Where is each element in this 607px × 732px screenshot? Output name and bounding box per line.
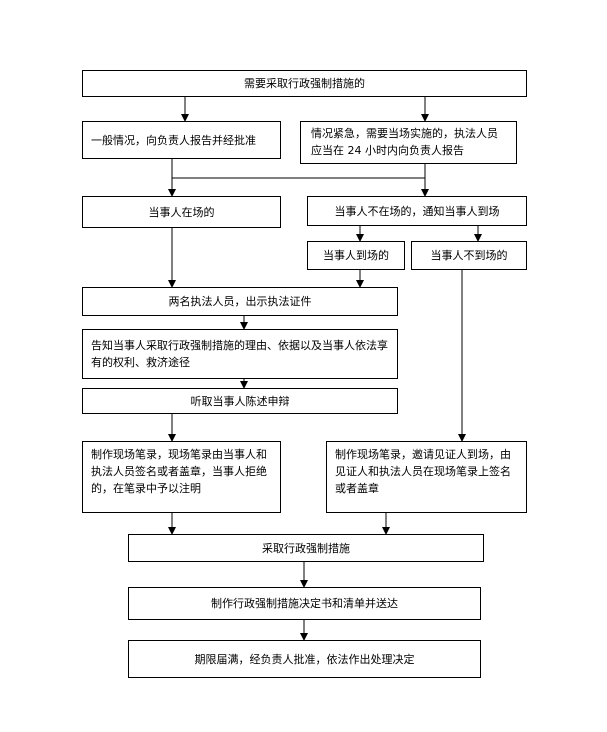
step-inform: 告知当事人采取行政强制措施的理由、依据以及当事人依法享有的权利、救济途径 [82, 329, 398, 379]
step-start: 需要采取行政强制措施的 [82, 70, 527, 97]
step-decision: 制作行政强制措施决定书和清单并送达 [128, 587, 481, 620]
step-expire: 期限届满，经负责人批准，依法作出处理决定 [128, 640, 481, 678]
step-record-left: 制作现场笔录，现场笔录由当事人和执法人员签名或者盖章，当事人拒绝的，在笔录中予以… [82, 441, 281, 513]
step-urgent-case-text: 情况紧急，需要当场实施的，执法人员应当在 24 小时内向负责人报告 [311, 127, 498, 157]
step-hear: 听取当事人陈述申辩 [82, 388, 398, 414]
step-take-measures-text: 采取行政强制措施 [262, 541, 350, 555]
step-record-left-text: 制作现场笔录，现场笔录由当事人和执法人员签名或者盖章，当事人拒绝的，在笔录中予以… [91, 448, 267, 495]
step-inform-text: 告知当事人采取行政强制措施的理由、依据以及当事人依法享有的权利、救济途径 [91, 339, 388, 369]
step-two-officers: 两名执法人员，出示执法证件 [82, 287, 398, 316]
step-decision-text: 制作行政强制措施决定书和清单并送达 [211, 597, 398, 610]
step-start-text: 需要采取行政强制措施的 [244, 77, 365, 90]
step-party-arrives: 当事人到场的 [307, 241, 405, 270]
step-normal-case: 一般情况，向负责人报告并经批准 [82, 121, 281, 159]
step-record-right-text: 制作现场笔录，邀请见证人到场，由见证人和执法人员在现场笔录上签名或者盖章 [335, 448, 511, 495]
step-hear-text: 听取当事人陈述申辩 [190, 394, 290, 408]
step-two-officers-text: 两名执法人员，出示执法证件 [168, 295, 312, 308]
step-record-right: 制作现场笔录，邀请见证人到场，由见证人和执法人员在现场笔录上签名或者盖章 [326, 441, 527, 513]
step-urgent-case: 情况紧急，需要当场实施的，执法人员应当在 24 小时内向负责人报告 [300, 121, 517, 164]
step-normal-case-text: 一般情况，向负责人报告并经批准 [91, 134, 256, 147]
step-party-not-arrive: 当事人不到场的 [411, 241, 527, 270]
step-party-present-text: 当事人在场的 [148, 205, 215, 219]
step-take-measures: 采取行政强制措施 [128, 534, 484, 562]
step-party-not-arrive-text: 当事人不到场的 [430, 249, 508, 262]
step-party-present: 当事人在场的 [82, 196, 281, 228]
step-party-absent: 当事人不在场的，通知当事人到场 [307, 196, 527, 226]
step-expire-text: 期限届满，经负责人批准，依法作出处理决定 [194, 652, 415, 666]
step-party-absent-text: 当事人不在场的，通知当事人到场 [334, 204, 500, 218]
step-party-arrives-text: 当事人到场的 [323, 249, 389, 262]
